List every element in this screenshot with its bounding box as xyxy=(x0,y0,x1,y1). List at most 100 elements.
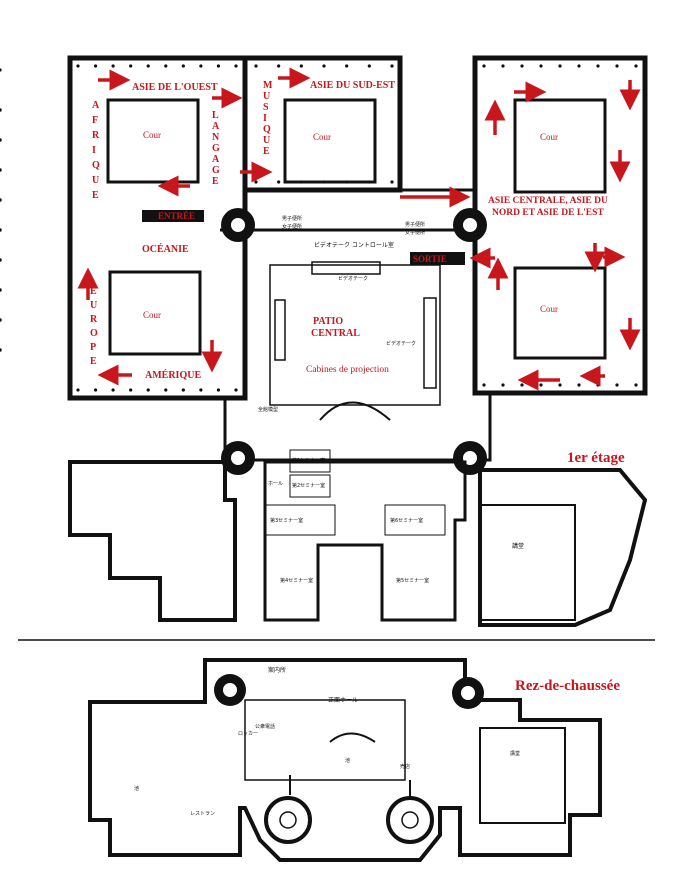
stair-core xyxy=(231,451,245,465)
column-dot xyxy=(277,64,281,68)
column-dot xyxy=(577,383,581,387)
column-dot xyxy=(216,64,221,68)
patio-stair xyxy=(319,401,391,421)
seminar1-room xyxy=(289,449,331,473)
jp-pond-left: 池 xyxy=(134,785,139,792)
jp-phone: 公衆電話 xyxy=(255,723,275,730)
column-dot xyxy=(634,383,638,387)
column-dot xyxy=(164,64,168,68)
column-dot xyxy=(277,180,281,184)
seminar3-room xyxy=(264,504,336,536)
column-dot xyxy=(482,383,486,387)
column-dot xyxy=(520,383,524,387)
north-gallery-wall xyxy=(242,55,403,193)
court-se xyxy=(513,266,607,360)
rotunda-core xyxy=(401,811,419,829)
front-hall xyxy=(244,699,406,781)
south-west-wing xyxy=(68,460,237,622)
column-dot xyxy=(0,348,2,352)
court-label: Cour xyxy=(143,310,161,320)
column-dot xyxy=(111,388,115,392)
jp-seminar4: 第4セミナー室 xyxy=(280,577,313,584)
exit-sign[interactable]: SORTIE xyxy=(413,254,447,264)
jp-auditorium: 講堂 xyxy=(512,542,524,550)
column-dot xyxy=(558,64,562,68)
video-booths-right xyxy=(423,297,437,389)
column-dot xyxy=(501,383,505,387)
ground-floor xyxy=(88,658,602,862)
column-dot xyxy=(0,108,2,112)
label-america: AMÉRIQUE xyxy=(145,369,201,381)
column-dot xyxy=(199,388,203,392)
column-dot xyxy=(501,64,505,68)
jp-seminar3: 第3セミナー室 xyxy=(270,517,303,524)
column-dot xyxy=(0,198,2,202)
jp-seminar1: 第1セミナー室 xyxy=(292,457,325,464)
column-dot xyxy=(299,64,303,68)
column-dot xyxy=(299,180,303,184)
label-central-asia-2: NORD ET ASIE DE L'EST xyxy=(492,208,604,218)
exit-sign-bg xyxy=(410,252,465,265)
jp-seminar2: 第2セミナー室 xyxy=(292,482,325,489)
column-dot xyxy=(558,383,562,387)
court-sw xyxy=(108,270,202,356)
jp-front-hall: 正面ホール xyxy=(328,697,358,704)
column-dot xyxy=(146,64,150,68)
jp-women-wc: 女子便所 xyxy=(282,223,302,230)
column-dot xyxy=(181,388,185,392)
label-patio-2: CENTRAL xyxy=(311,328,360,339)
column-dot xyxy=(129,388,133,392)
column-dot xyxy=(345,64,349,68)
patio-outline xyxy=(269,264,441,406)
entrance-rotunda-left xyxy=(264,796,312,844)
jp-seminar5: 第5セミナー室 xyxy=(396,577,429,584)
ground-auditorium xyxy=(479,727,566,824)
court-nw xyxy=(106,98,200,184)
jp-men-wc-2: 男子便所 xyxy=(405,221,425,228)
east-gallery-wall xyxy=(472,55,648,396)
column-dot xyxy=(0,318,2,322)
entry-sign-bg xyxy=(142,210,204,222)
auditorium-hall xyxy=(479,504,576,621)
column-dot xyxy=(0,228,2,232)
column-dot xyxy=(199,64,203,68)
jp-women-wc-2: 女子便所 xyxy=(405,229,425,236)
court-label: Cour xyxy=(540,304,558,314)
column-dot xyxy=(234,388,238,392)
court-label: Cour xyxy=(540,132,558,142)
column-dot xyxy=(539,383,543,387)
court-n xyxy=(283,98,377,184)
column-dot xyxy=(234,64,238,68)
column-dot xyxy=(596,64,600,68)
column-dot xyxy=(634,64,638,68)
stair-core xyxy=(231,218,245,232)
jp-info: 案内所 xyxy=(268,666,286,674)
label-cabins: Cabines de projection xyxy=(306,365,389,375)
jp-videotheque: ビデオテーク xyxy=(338,275,368,282)
jp-model: 全館模型 xyxy=(258,406,278,413)
column-dot xyxy=(322,64,326,68)
column-dot xyxy=(596,383,600,387)
column-dot xyxy=(76,64,80,68)
jp-restaurant: レストラン xyxy=(190,811,215,817)
entry-sign[interactable]: ENTRÉE xyxy=(158,211,195,221)
jp-videotheque-control: ビデオテーク コントロール室 xyxy=(314,241,394,249)
column-dot xyxy=(615,383,619,387)
label-oceania: OCÉANIE xyxy=(142,243,189,255)
column-dot xyxy=(539,64,543,68)
column-dot xyxy=(322,180,326,184)
column-dot xyxy=(390,64,394,68)
label-west-asia: ASIE DE L'OUEST xyxy=(132,82,218,93)
column-dot xyxy=(0,288,2,292)
column-dot xyxy=(76,388,80,392)
seminar6-room xyxy=(384,504,446,536)
column-dot xyxy=(146,388,150,392)
stair-core xyxy=(461,686,475,700)
column-dot xyxy=(577,64,581,68)
column-dot xyxy=(111,64,115,68)
seminar2-room xyxy=(289,474,331,498)
